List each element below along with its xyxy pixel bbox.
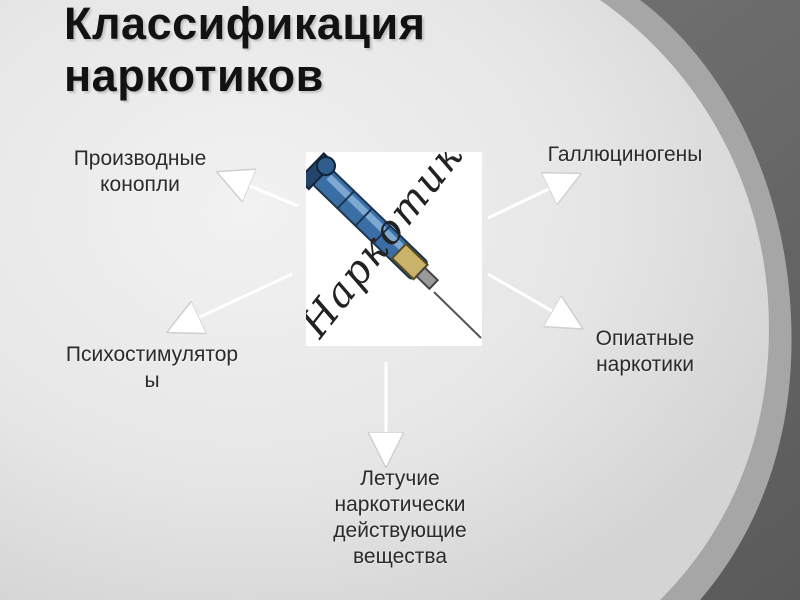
category-psychostimulants-label: Психостимулятор ы xyxy=(65,343,239,392)
category-cannabis: Производные конопли xyxy=(40,146,240,198)
syringe-image: Наркотики xyxy=(306,152,482,346)
syringe-icon: Наркотики xyxy=(306,152,482,346)
category-hallucinogens: Галлюциногены xyxy=(520,142,730,168)
category-volatile-label: Летучие наркотически действующие веществ… xyxy=(333,467,467,568)
slide-title: Классификация наркотиков xyxy=(64,0,426,101)
category-psychostimulants: Психостимулятор ы xyxy=(32,342,272,394)
category-volatile: Летучие наркотически действующие веществ… xyxy=(290,466,510,570)
category-cannabis-label: Производные конопли xyxy=(73,147,207,196)
category-hallucinogens-label: Галлюциногены xyxy=(547,143,703,166)
category-opiates: Опиатные наркотики xyxy=(570,326,720,378)
category-opiates-label: Опиатные наркотики xyxy=(595,327,695,376)
